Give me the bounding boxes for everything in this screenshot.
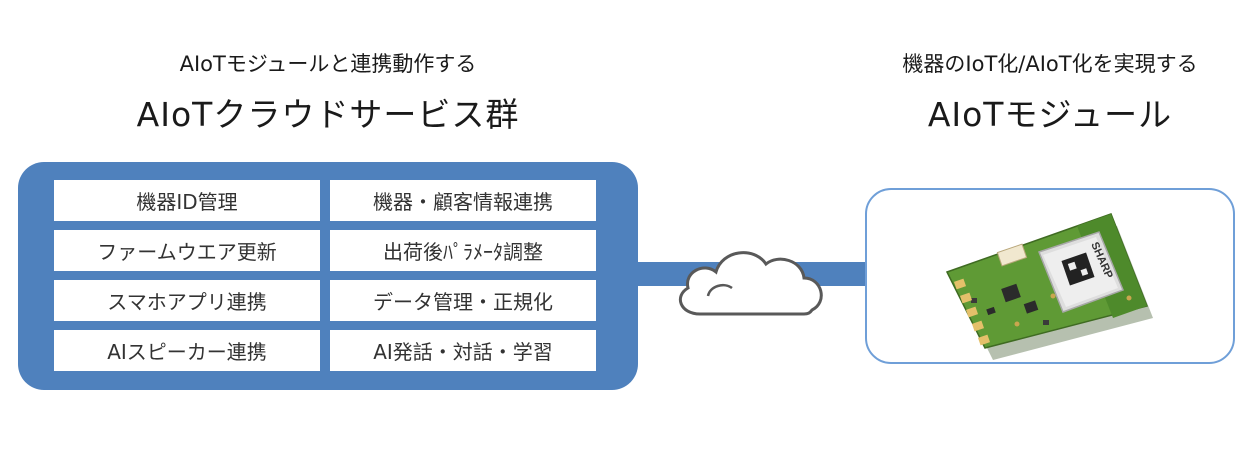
service-item: AIスピーカー連携 xyxy=(54,330,320,371)
service-item: 機器・顧客情報連携 xyxy=(330,180,596,221)
module-title: AIoTモジュール xyxy=(927,95,1173,134)
cloud-icon xyxy=(678,251,823,316)
service-item: ファームウエア更新 xyxy=(54,230,320,271)
service-item: 機器ID管理 xyxy=(54,180,320,221)
service-item: AI発話・対話・学習 xyxy=(330,330,596,371)
service-item: 出荷後ﾊﾟﾗﾒｰﾀ調整 xyxy=(330,230,596,271)
service-item: スマホアプリ連携 xyxy=(54,280,320,321)
cloud-services-subtitle: AIoTモジュールと連携動作する xyxy=(179,52,477,76)
module-image: SHARP xyxy=(945,213,1153,360)
module-subtitle: 機器のIoT化/AIoT化を実現する xyxy=(902,52,1198,76)
cloud-services-title: AIoTクラウドサービス群 xyxy=(136,95,520,134)
module-box: SHARP xyxy=(865,188,1235,364)
services-grid: 機器ID管理 機器・顧客情報連携 ファームウエア更新 出荷後ﾊﾟﾗﾒｰﾀ調整 ス… xyxy=(54,180,596,371)
service-item: データ管理・正規化 xyxy=(330,280,596,321)
cloud-services-box: 機器ID管理 機器・顧客情報連携 ファームウエア更新 出荷後ﾊﾟﾗﾒｰﾀ調整 ス… xyxy=(18,162,638,390)
